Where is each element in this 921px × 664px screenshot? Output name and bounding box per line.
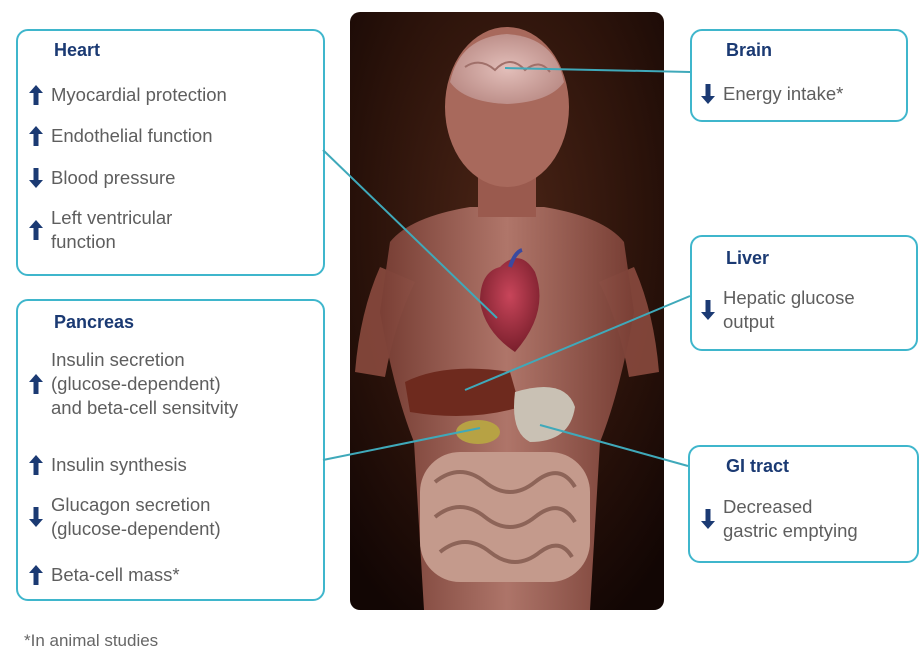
pancreas-box: Pancreas Insulin secretion (glucose-depe…: [16, 299, 325, 601]
heart-title: Heart: [54, 40, 100, 61]
footnote: *In animal studies: [24, 631, 158, 651]
up-arrow-icon: [28, 85, 44, 105]
up-arrow-icon: [28, 455, 44, 475]
pancreas-title: Pancreas: [54, 312, 134, 333]
up-arrow-icon: [28, 220, 44, 240]
pancreas-item-2-text: Insulin synthesis: [51, 453, 187, 477]
pancreas-item-1-text: Insulin secretion (glucose-dependent) an…: [51, 348, 238, 420]
down-arrow-icon: [28, 507, 44, 527]
pancreas-item-3: Glucagon secretion (glucose-dependent): [28, 493, 221, 541]
down-arrow-icon: [700, 84, 716, 104]
heart-item-3: Blood pressure: [28, 166, 175, 190]
brain-box: Brain Energy intake*: [690, 29, 908, 122]
liver-title: Liver: [726, 248, 769, 269]
down-arrow-icon: [28, 168, 44, 188]
anatomy-illustration: [350, 12, 664, 610]
pancreas-item-4-text: Beta-cell mass*: [51, 563, 180, 587]
heart-item-1: Myocardial protection: [28, 83, 227, 107]
up-arrow-icon: [28, 126, 44, 146]
pancreas-item-1: Insulin secretion (glucose-dependent) an…: [28, 348, 238, 420]
heart-item-4-text: Left ventricular function: [51, 206, 172, 254]
gi-tract-item-1-text: Decreased gastric emptying: [723, 495, 858, 543]
up-arrow-icon: [28, 374, 44, 394]
heart-item-3-text: Blood pressure: [51, 166, 175, 190]
liver-box: Liver Hepatic glucose output: [690, 235, 918, 351]
heart-item-2-text: Endothelial function: [51, 124, 212, 148]
pancreas-item-4: Beta-cell mass*: [28, 563, 180, 587]
heart-item-1-text: Myocardial protection: [51, 83, 227, 107]
down-arrow-icon: [700, 300, 716, 320]
brain-item-1: Energy intake*: [700, 82, 843, 106]
liver-item-1: Hepatic glucose output: [700, 286, 855, 334]
gi-tract-item-1: Decreased gastric emptying: [700, 495, 858, 543]
heart-item-2: Endothelial function: [28, 124, 212, 148]
heart-box: Heart Myocardial protection Endothelial …: [16, 29, 325, 276]
up-arrow-icon: [28, 565, 44, 585]
down-arrow-icon: [700, 509, 716, 529]
pancreas-item-2: Insulin synthesis: [28, 453, 187, 477]
brain-title: Brain: [726, 40, 772, 61]
heart-item-4: Left ventricular function: [28, 206, 172, 254]
liver-item-1-text: Hepatic glucose output: [723, 286, 855, 334]
gi-tract-box: GI tract Decreased gastric emptying: [688, 445, 919, 563]
pancreas-item-3-text: Glucagon secretion (glucose-dependent): [51, 493, 221, 541]
gi-tract-title: GI tract: [726, 456, 789, 477]
brain-item-1-text: Energy intake*: [723, 82, 843, 106]
